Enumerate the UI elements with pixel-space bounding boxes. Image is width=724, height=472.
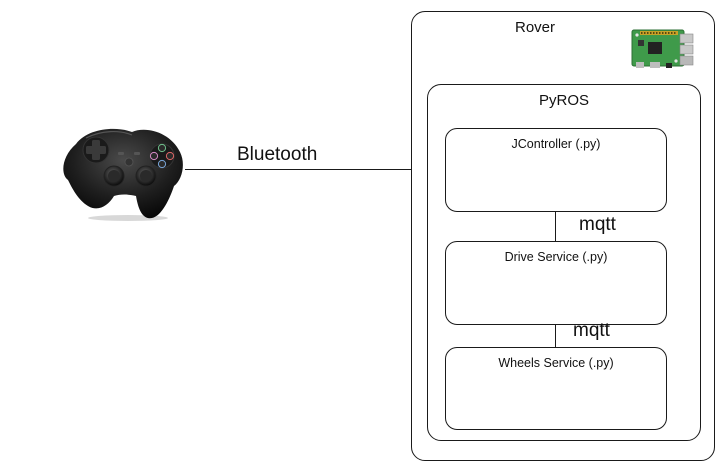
rover-label: Rover bbox=[514, 19, 555, 36]
mqtt-connection-line bbox=[555, 324, 556, 347]
mqtt-label: mqtt bbox=[579, 214, 616, 235]
drive-service-label: Drive Service (.py) bbox=[504, 250, 608, 264]
gamepad-icon bbox=[63, 128, 183, 221]
bluetooth-connection-line bbox=[185, 169, 445, 170]
bluetooth-label: Bluetooth bbox=[237, 144, 318, 165]
mqtt-connection-line bbox=[555, 211, 556, 241]
drive-service-box: Drive Service (.py) bbox=[445, 241, 667, 325]
raspberry-pi-board-icon bbox=[631, 29, 694, 68]
jcontroller-service-label: JController (.py) bbox=[511, 137, 601, 151]
mqtt-label: mqtt bbox=[573, 320, 610, 341]
wheels-service-box: Wheels Service (.py) bbox=[445, 347, 667, 430]
wheels-service-label: Wheels Service (.py) bbox=[498, 356, 614, 370]
jcontroller-service-box: JController (.py) bbox=[445, 128, 667, 212]
pyros-label: PyROS bbox=[538, 92, 589, 109]
